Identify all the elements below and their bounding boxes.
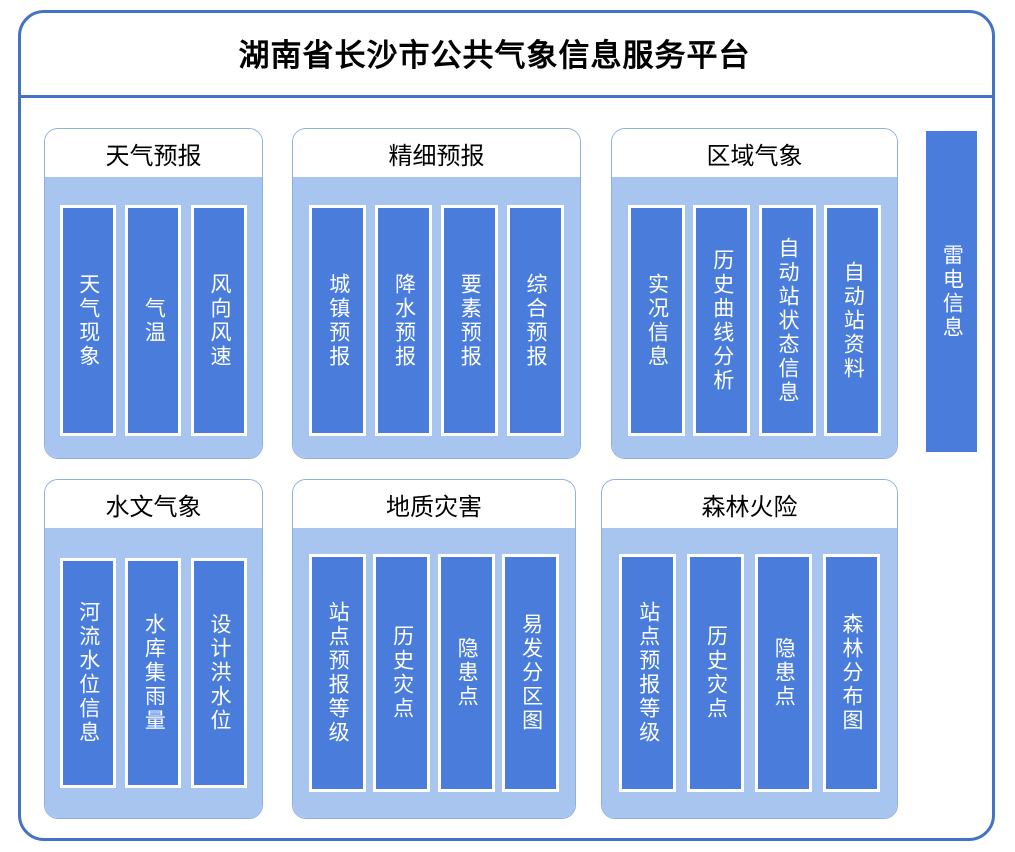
leaf-label: 设计洪水位 xyxy=(208,613,231,733)
group-box-fine-forecast[interactable]: 精细预报 城镇预报 降水预报 要素预报 综合预报 xyxy=(292,128,581,459)
group-body: 城镇预报 降水预报 要素预报 综合预报 xyxy=(293,177,580,458)
leaf-label: 自动站状态信息 xyxy=(775,236,799,405)
leaf-item[interactable]: 降水预报 xyxy=(375,205,433,436)
leaf-label: 历史曲线分析 xyxy=(710,248,734,393)
leaf-item[interactable]: 城镇预报 xyxy=(309,205,367,436)
leaf-label: 河流水位信息 xyxy=(76,601,100,745)
group-body: 天气现象 气温 风向风速 xyxy=(45,177,262,458)
leaf-label: 历史灾点 xyxy=(390,625,414,721)
leaf-item[interactable]: 历史灾点 xyxy=(687,554,745,792)
leaf-item[interactable]: 要素预报 xyxy=(440,205,498,436)
leaf-item[interactable]: 天气现象 xyxy=(59,205,116,436)
group-body: 河流水位信息 水库集雨量 设计洪水位 xyxy=(45,528,262,818)
group-title: 森林火险 xyxy=(701,493,798,521)
leaf-item[interactable]: 设计洪水位 xyxy=(191,558,248,788)
leaf-item[interactable]: 历史灾点 xyxy=(373,554,431,792)
group-header: 天气预报 xyxy=(45,129,262,177)
leaf-label: 隐患点 xyxy=(455,637,479,709)
leaf-label: 森林分布图 xyxy=(839,613,863,733)
group-header: 森林火险 xyxy=(602,480,897,528)
leaf-item[interactable]: 自动站状态信息 xyxy=(758,205,816,436)
group-title: 水文气象 xyxy=(105,493,202,521)
standalone-item-label: 雷电信息 xyxy=(940,243,964,340)
leaf-label: 综合预报 xyxy=(523,272,547,369)
leaf-label: 自动站资料 xyxy=(841,260,865,381)
leaf-label: 风向风速 xyxy=(208,272,231,369)
leaf-label: 城镇预报 xyxy=(326,272,350,369)
group-title: 精细预报 xyxy=(388,142,485,170)
leaf-item[interactable]: 气温 xyxy=(125,205,182,436)
group-body: 实况信息 历史曲线分析 自动站状态信息 自动站资料 xyxy=(612,177,897,458)
leaf-label: 要素预报 xyxy=(458,272,482,369)
leaf-label: 天气现象 xyxy=(76,272,100,369)
leaf-item[interactable]: 站点预报等级 xyxy=(308,554,366,792)
leaf-item[interactable]: 综合预报 xyxy=(506,205,564,436)
group-body: 站点预报等级 历史灾点 隐患点 森林分布图 xyxy=(602,528,897,818)
leaf-item[interactable]: 易发分区图 xyxy=(502,554,560,792)
group-body: 站点预报等级 历史灾点 隐患点 易发分区图 xyxy=(293,528,575,818)
leaf-label: 降水预报 xyxy=(392,272,416,369)
leaf-item[interactable]: 实况信息 xyxy=(628,205,686,436)
group-box-forest-fire-risk[interactable]: 森林火险 站点预报等级 历史灾点 隐患点 森林分布图 xyxy=(601,479,898,819)
standalone-item-lightning-info[interactable]: 雷电信息 xyxy=(926,131,977,452)
leaf-item[interactable]: 站点预报等级 xyxy=(619,554,677,792)
leaf-label: 气温 xyxy=(142,296,166,345)
group-header: 精细预报 xyxy=(293,129,580,177)
leaf-label: 隐患点 xyxy=(772,637,796,709)
leaf-label: 站点预报等级 xyxy=(326,601,350,745)
group-header: 地质灾害 xyxy=(293,480,575,528)
group-box-weather-forecast[interactable]: 天气预报 天气现象 气温 风向风速 xyxy=(44,128,263,459)
leaf-label: 易发分区图 xyxy=(519,613,543,733)
leaf-label: 历史灾点 xyxy=(704,625,728,721)
leaf-item[interactable]: 水库集雨量 xyxy=(125,558,182,788)
group-title: 区域气象 xyxy=(706,142,803,170)
leaf-item[interactable]: 隐患点 xyxy=(437,554,495,792)
leaf-item[interactable]: 风向风速 xyxy=(191,205,248,436)
group-box-hydrometeorology[interactable]: 水文气象 河流水位信息 水库集雨量 设计洪水位 xyxy=(44,479,263,819)
leaf-label: 实况信息 xyxy=(645,272,669,369)
group-box-geological-disaster[interactable]: 地质灾害 站点预报等级 历史灾点 隐患点 易发分区图 xyxy=(292,479,576,819)
group-header: 水文气象 xyxy=(45,480,262,528)
leaf-item[interactable]: 隐患点 xyxy=(754,554,812,792)
leaf-label: 站点预报等级 xyxy=(636,601,660,745)
group-title: 天气预报 xyxy=(105,142,202,170)
group-title: 地质灾害 xyxy=(386,493,482,521)
leaf-item[interactable]: 河流水位信息 xyxy=(59,558,116,788)
group-box-regional-meteorology[interactable]: 区域气象 实况信息 历史曲线分析 自动站状态信息 自动站资料 xyxy=(611,128,898,459)
leaf-label: 水库集雨量 xyxy=(142,613,166,733)
leaf-item[interactable]: 森林分布图 xyxy=(822,554,880,792)
leaf-item[interactable]: 自动站资料 xyxy=(823,205,881,436)
group-header: 区域气象 xyxy=(612,129,897,177)
leaf-item[interactable]: 历史曲线分析 xyxy=(693,205,751,436)
